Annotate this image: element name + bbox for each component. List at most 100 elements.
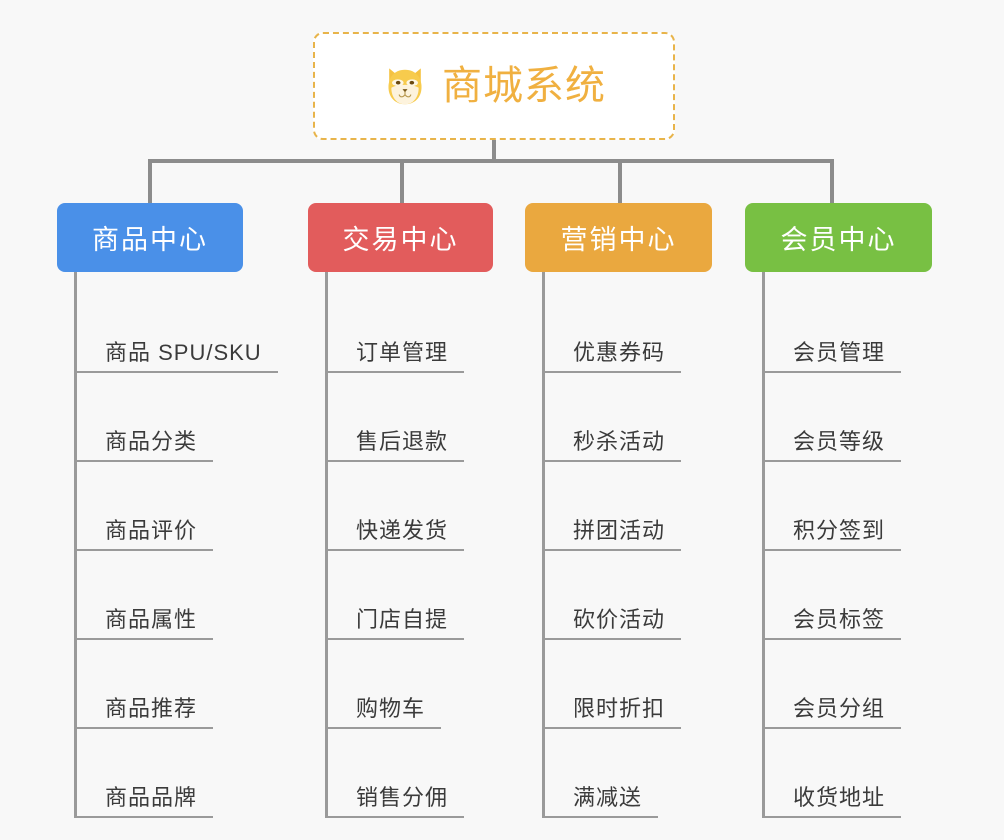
leaf-label: 收货地址 bbox=[793, 785, 886, 810]
leaf-item[interactable]: 商品评价 bbox=[57, 462, 317, 551]
leaf-list-product-center: 商品 SPU/SKU 商品分类 商品评价 商品属性 商品推荐 商品品牌 bbox=[57, 272, 317, 818]
leaf-item[interactable]: 商品推荐 bbox=[57, 640, 317, 729]
leaf-underline bbox=[542, 816, 658, 818]
leaf-underline bbox=[74, 816, 213, 818]
leaf-underline bbox=[762, 460, 901, 462]
leaf-underline bbox=[325, 638, 464, 640]
leaf-underline bbox=[325, 816, 464, 818]
leaf-underline bbox=[542, 460, 681, 462]
branch-header-product-center[interactable]: 商品中心 bbox=[57, 203, 243, 272]
leaf-underline bbox=[542, 549, 681, 551]
leaf-underline bbox=[74, 549, 213, 551]
leaf-underline bbox=[542, 371, 681, 373]
shiba-dog-face-icon bbox=[382, 64, 428, 110]
leaf-item[interactable]: 限时折扣 bbox=[525, 640, 775, 729]
leaf-label: 快递发货 bbox=[356, 518, 449, 543]
leaf-item[interactable]: 订单管理 bbox=[308, 284, 558, 373]
leaf-label: 商品分类 bbox=[105, 429, 198, 454]
leaf-item[interactable]: 商品 SPU/SKU bbox=[57, 284, 317, 373]
leaf-item[interactable]: 购物车 bbox=[308, 640, 558, 729]
leaf-label: 会员分组 bbox=[793, 696, 886, 721]
leaf-label: 门店自提 bbox=[356, 607, 449, 632]
leaf-label: 会员标签 bbox=[793, 607, 886, 632]
leaf-item[interactable]: 优惠券码 bbox=[525, 284, 775, 373]
leaf-list-member-center: 会员管理 会员等级 积分签到 会员标签 会员分组 收货地址 bbox=[745, 272, 995, 818]
leaf-item[interactable]: 快递发货 bbox=[308, 462, 558, 551]
leaf-label: 限时折扣 bbox=[573, 696, 666, 721]
leaf-underline bbox=[74, 638, 213, 640]
leaf-underline bbox=[74, 727, 213, 729]
leaf-underline bbox=[542, 727, 681, 729]
leaf-spine bbox=[74, 272, 77, 818]
connector-drop-2 bbox=[400, 159, 404, 205]
branch-marketing-center: 营销中心 优惠券码 秒杀活动 拼团活动 砍价活动 限时折扣 满减送 bbox=[525, 203, 775, 818]
leaf-spine bbox=[762, 272, 765, 818]
leaf-item[interactable]: 会员分组 bbox=[745, 640, 995, 729]
connector-horizontal-bar bbox=[148, 159, 834, 163]
branch-member-center: 会员中心 会员管理 会员等级 积分签到 会员标签 会员分组 收货地址 bbox=[745, 203, 995, 818]
leaf-underline bbox=[325, 460, 464, 462]
branch-title: 营销中心 bbox=[560, 225, 677, 255]
leaf-item[interactable]: 商品分类 bbox=[57, 373, 317, 462]
leaf-underline bbox=[762, 727, 901, 729]
branch-trade-center: 交易中心 订单管理 售后退款 快递发货 门店自提 购物车 销售分佣 bbox=[308, 203, 558, 818]
branch-header-trade-center[interactable]: 交易中心 bbox=[308, 203, 493, 272]
leaf-label: 商品品牌 bbox=[105, 785, 198, 810]
branch-header-member-center[interactable]: 会员中心 bbox=[745, 203, 932, 272]
branch-title: 交易中心 bbox=[342, 225, 459, 255]
connector-root-stem bbox=[492, 140, 496, 163]
leaf-item[interactable]: 商品品牌 bbox=[57, 729, 317, 818]
leaf-label: 积分签到 bbox=[793, 518, 886, 543]
leaf-underline bbox=[74, 460, 213, 462]
leaf-spine bbox=[325, 272, 328, 818]
branch-header-marketing-center[interactable]: 营销中心 bbox=[525, 203, 712, 272]
leaf-label: 优惠券码 bbox=[573, 340, 666, 365]
leaf-item[interactable]: 收货地址 bbox=[745, 729, 995, 818]
leaf-item[interactable]: 门店自提 bbox=[308, 551, 558, 640]
leaf-item[interactable]: 积分签到 bbox=[745, 462, 995, 551]
connector-drop-4 bbox=[830, 159, 834, 205]
leaf-underline bbox=[762, 371, 901, 373]
leaf-label: 砍价活动 bbox=[573, 607, 666, 632]
root-node[interactable]: 商城系统 bbox=[313, 32, 675, 140]
leaf-item[interactable]: 会员管理 bbox=[745, 284, 995, 373]
leaf-item[interactable]: 售后退款 bbox=[308, 373, 558, 462]
leaf-item[interactable]: 会员标签 bbox=[745, 551, 995, 640]
leaf-underline bbox=[542, 638, 681, 640]
leaf-item[interactable]: 拼团活动 bbox=[525, 462, 775, 551]
leaf-label: 秒杀活动 bbox=[573, 429, 666, 454]
connector-drop-1 bbox=[148, 159, 152, 205]
branch-product-center: 商品中心 商品 SPU/SKU 商品分类 商品评价 商品属性 商品推荐 商品品牌 bbox=[57, 203, 317, 818]
leaf-underline bbox=[325, 549, 464, 551]
connector-drop-3 bbox=[618, 159, 622, 205]
leaf-item[interactable]: 砍价活动 bbox=[525, 551, 775, 640]
leaf-label: 售后退款 bbox=[356, 429, 449, 454]
leaf-label: 会员等级 bbox=[793, 429, 886, 454]
leaf-list-trade-center: 订单管理 售后退款 快递发货 门店自提 购物车 销售分佣 bbox=[308, 272, 558, 818]
leaf-label: 商品评价 bbox=[105, 518, 198, 543]
leaf-underline bbox=[762, 816, 901, 818]
leaf-item[interactable]: 商品属性 bbox=[57, 551, 317, 640]
leaf-item[interactable]: 销售分佣 bbox=[308, 729, 558, 818]
root-title: 商城系统 bbox=[442, 64, 606, 108]
leaf-underline bbox=[325, 371, 464, 373]
branch-title: 商品中心 bbox=[92, 225, 208, 255]
leaf-label: 销售分佣 bbox=[356, 785, 449, 810]
leaf-underline bbox=[74, 371, 278, 373]
leaf-item[interactable]: 会员等级 bbox=[745, 373, 995, 462]
leaf-underline bbox=[762, 549, 901, 551]
leaf-underline bbox=[325, 727, 441, 729]
leaf-item[interactable]: 满减送 bbox=[525, 729, 775, 818]
leaf-label: 商品推荐 bbox=[105, 696, 198, 721]
leaf-label: 商品属性 bbox=[105, 607, 198, 632]
leaf-item[interactable]: 秒杀活动 bbox=[525, 373, 775, 462]
leaf-label: 商品 SPU/SKU bbox=[105, 340, 262, 365]
leaf-label: 购物车 bbox=[356, 696, 426, 721]
leaf-spine bbox=[542, 272, 545, 818]
leaf-underline bbox=[762, 638, 901, 640]
leaf-label: 会员管理 bbox=[793, 340, 886, 365]
leaf-label: 订单管理 bbox=[356, 340, 449, 365]
branch-title: 会员中心 bbox=[780, 225, 897, 255]
leaf-list-marketing-center: 优惠券码 秒杀活动 拼团活动 砍价活动 限时折扣 满减送 bbox=[525, 272, 775, 818]
